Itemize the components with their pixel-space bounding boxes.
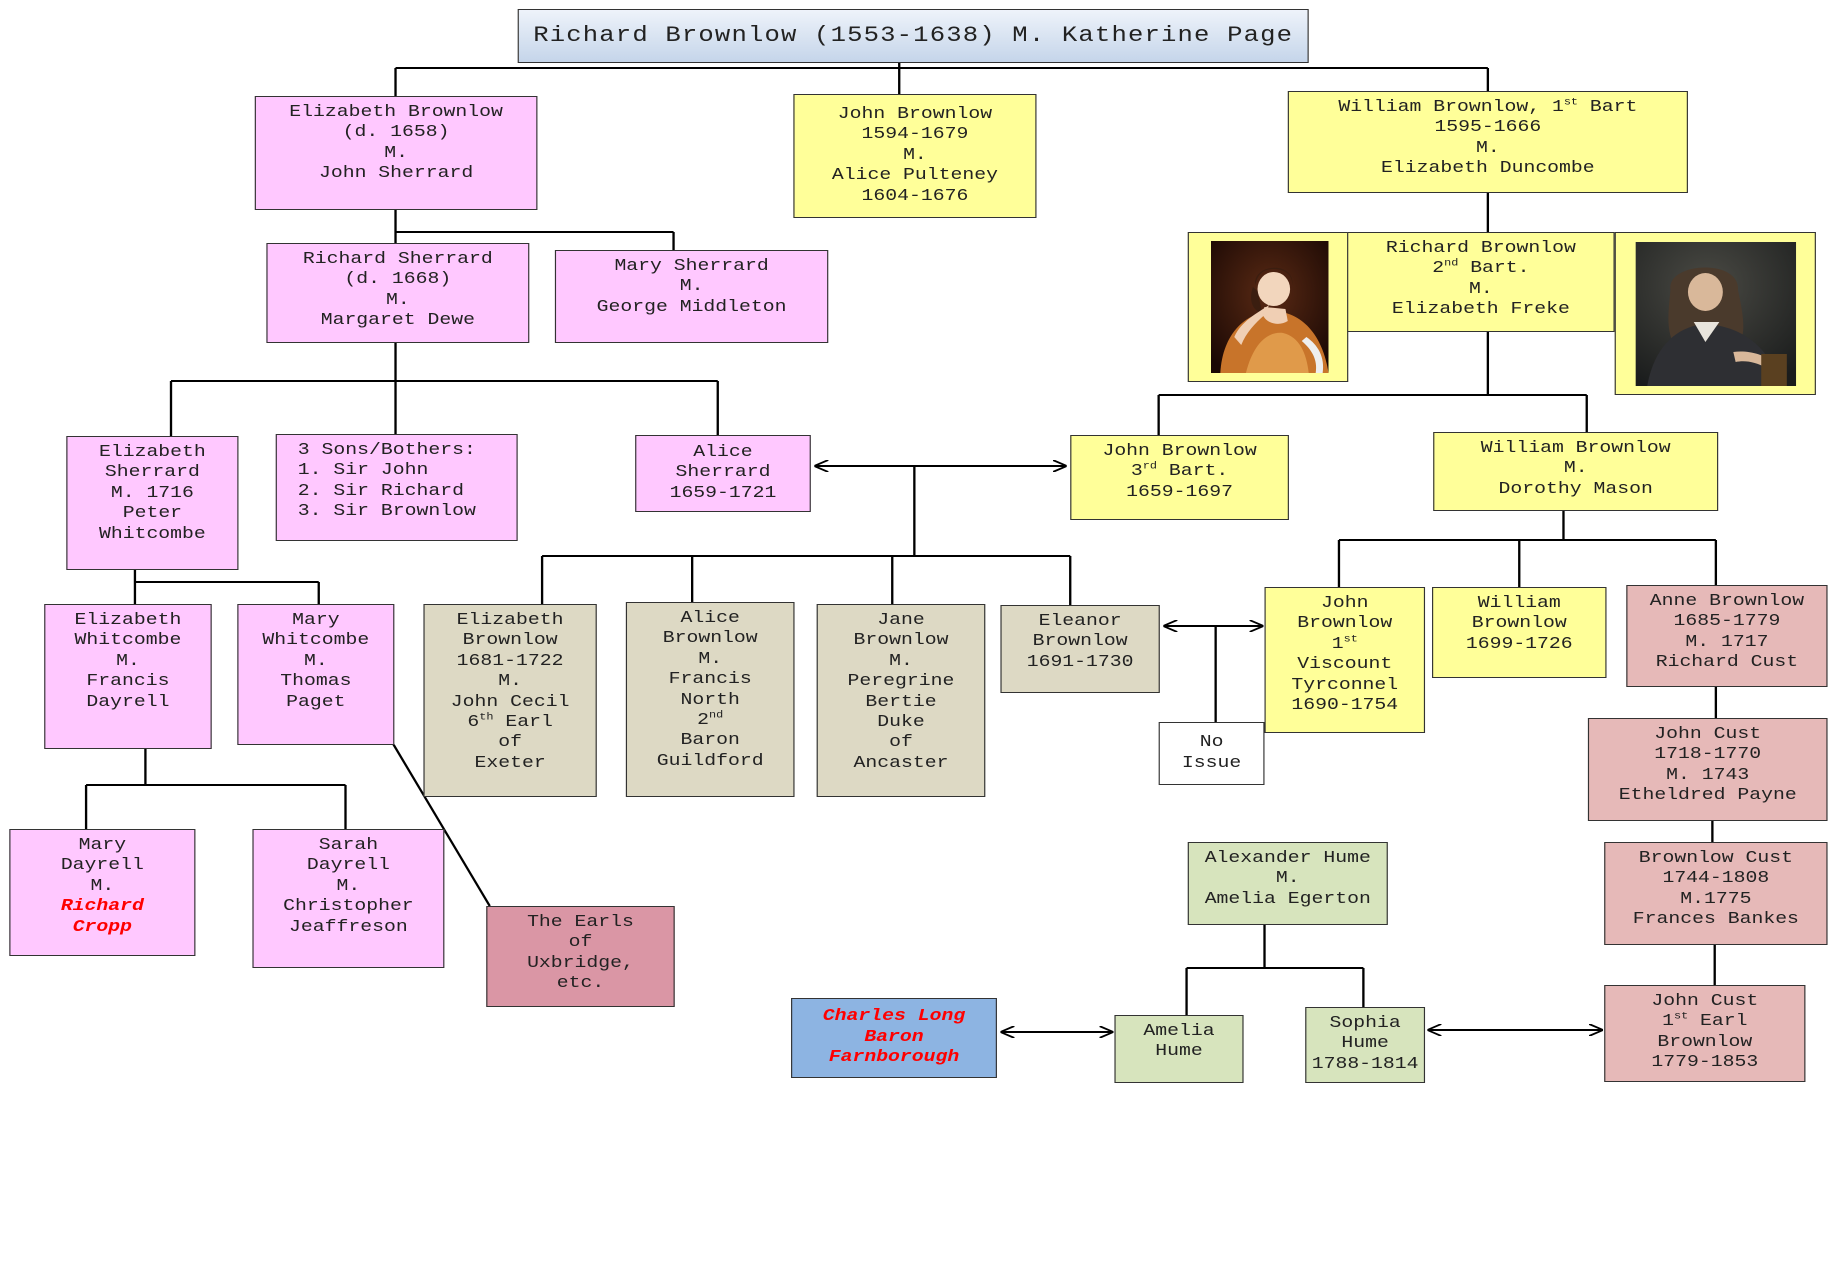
person-mary-dayrell: Mary Dayrell M. Richard Cropp (9, 829, 196, 956)
person-sarah-dayrell: Sarah Dayrell M. Christopher Jeaffreson (252, 829, 445, 968)
person-eleanor-brownlow: Eleanor Brownlow 1691-1730 (1000, 605, 1160, 693)
person-john-cust-earl-brownlow: John Cust 1st Earl Brownlow 1779-1853 (1604, 985, 1806, 1082)
person-john-brownlow-3rd-bart: John Brownlow 3rd Bart. 1659-1697 (1070, 435, 1289, 520)
person-jane-brownlow: Jane Brownlow M. Peregrine Bertie Duke o… (816, 604, 986, 797)
person-elizabeth-sherrard: Elizabeth Sherrard M. 1716 Peter Whitcom… (66, 436, 239, 570)
person-john-cust-1718: John Cust 1718-1770 M. 1743 Etheldred Pa… (1587, 718, 1828, 821)
person-brownlow-cust: Brownlow Cust 1744-1808 M.1775 Frances B… (1604, 842, 1828, 945)
no-issue: No Issue (1158, 722, 1265, 785)
woman-in-orange-gown-icon (1210, 241, 1329, 373)
person-william-brownlow-1699: William Brownlow 1699-1726 (1432, 587, 1607, 678)
person-john-brownlow: John Brownlow 1594-1679 M. Alice Pultene… (793, 94, 1037, 218)
person-amelia-hume: Amelia Hume (1114, 1015, 1244, 1083)
three-sons-brothers: 3 Sons/Bothers: 1. Sir John 2. Sir Richa… (275, 434, 518, 541)
person-elizabeth-whitcombe: Elizabeth Whitcombe M. Francis Dayrell (44, 604, 212, 749)
person-alice-sherrard: Alice Sherrard 1659-1721 (635, 435, 811, 512)
person-mary-whitcombe: Mary Whitcombe M. Thomas Paget (237, 604, 395, 745)
person-richard-brownlow-2nd-bart: Richard Brownlow 2nd Bart. M. Elizabeth … (1347, 232, 1615, 332)
person-alice-brownlow: Alice Brownlow M. Francis North 2nd Baro… (625, 602, 795, 797)
person-william-brownlow-1st-bart: William Brownlow, 1st Bart 1595-1666 M. … (1287, 91, 1688, 193)
person-alexander-hume: Alexander Hume M. Amelia Egerton (1187, 842, 1388, 925)
person-william-brownlow-mason: William Brownlow M. Dorothy Mason (1433, 432, 1719, 511)
root-richard-brownlow: Richard Brownlow (1553-1638) M. Katherin… (517, 9, 1309, 63)
portrait-elizabeth-freke (1187, 232, 1349, 382)
man-in-dark-coat-icon (1635, 242, 1797, 386)
person-sophia-hume: Sophia Hume 1788-1814 (1305, 1007, 1426, 1083)
person-charles-long: Charles Long Baron Farnborough (791, 998, 997, 1078)
person-john-brownlow-tyrconnel: John Brownlow 1st Viscount Tyrconnel 169… (1264, 587, 1426, 733)
portrait-richard-brownlow (1614, 232, 1816, 395)
person-anne-brownlow: Anne Brownlow 1685-1779 M. 1717 Richard … (1626, 585, 1828, 687)
earls-of-uxbridge: The Earls of Uxbridge, etc. (486, 906, 675, 1007)
person-elizabeth-brownlow: Elizabeth Brownlow (d. 1658) M. John She… (254, 96, 538, 210)
person-elizabeth-brownlow-exeter: Elizabeth Brownlow 1681-1722 M. John Cec… (423, 604, 597, 797)
person-richard-sherrard: Richard Sherrard (d. 1668) M. Margaret D… (266, 243, 530, 343)
person-mary-sherrard: Mary Sherrard M. George Middleton (554, 250, 829, 343)
